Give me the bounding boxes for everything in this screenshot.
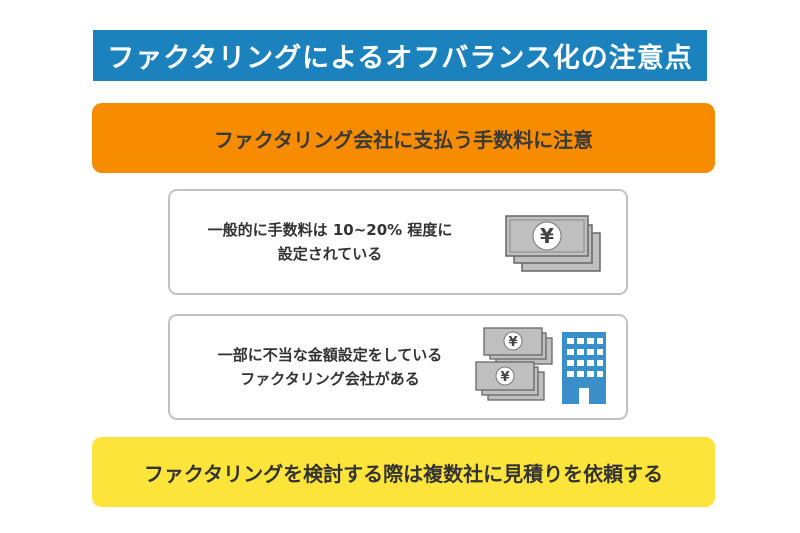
banknotes-and-building-icon: ¥ ¥: [475, 327, 606, 404]
info-card-unfair-pricing: 一部に不当な金額設定をしている ファクタリング会社がある ¥ ¥: [168, 314, 628, 420]
yen-banknotes-icon: ¥: [505, 215, 601, 272]
yen-symbol: ¥: [508, 335, 517, 350]
info-card-line2: ファクタリング会社がある: [240, 370, 420, 388]
info-card-line1: 一部に不当な金額設定をしている: [217, 346, 443, 364]
building-icon: [562, 332, 606, 404]
advice-banner: ファクタリングを検討する際は複数社に見積りを依頼する: [92, 437, 715, 507]
page-title: ファクタリングによるオフバランス化の注意点: [93, 30, 707, 81]
advice-banner-text: ファクタリングを検討する際は複数社に見積りを依頼する: [143, 461, 664, 486]
yen-symbol: ¥: [540, 224, 554, 248]
info-card-fee-rate: 一般的に手数料は 10~20% 程度に 設定されている ¥: [168, 189, 628, 295]
yen-symbol: ¥: [500, 370, 509, 385]
info-card-line1: 一般的に手数料は 10~20% 程度に: [207, 221, 453, 239]
info-card-line2: 設定されている: [277, 245, 383, 263]
info-card-text: 一部に不当な金額設定をしている ファクタリング会社がある: [180, 316, 480, 418]
warning-banner: ファクタリング会社に支払う手数料に注意: [92, 103, 715, 173]
info-card-text: 一般的に手数料は 10~20% 程度に 設定されている: [180, 191, 480, 293]
warning-banner-text: ファクタリング会社に支払う手数料に注意: [213, 127, 594, 152]
